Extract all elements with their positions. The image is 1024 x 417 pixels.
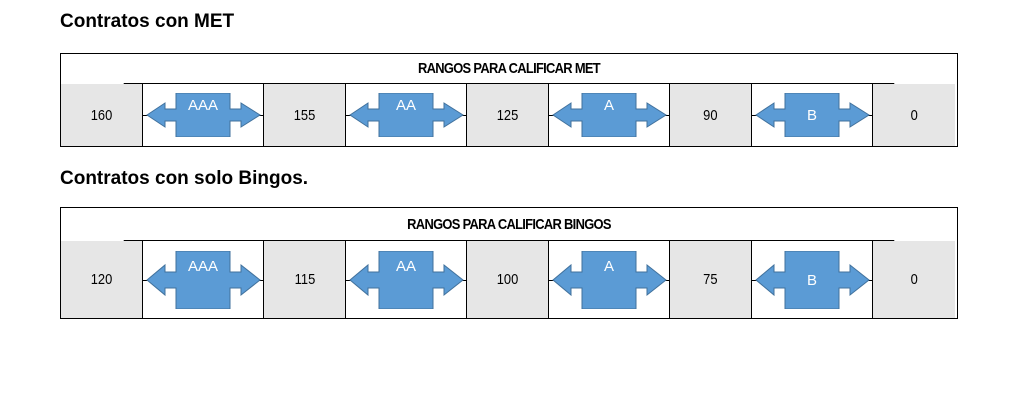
met-value-cell: 90 — [670, 84, 752, 146]
met-grade-label-1: AAA — [187, 97, 217, 114]
bingos-value-cell: 115 — [264, 241, 346, 318]
met-grade-cell: A — [549, 84, 670, 146]
met-table-row: 160 AAA 155 AA 125 — [61, 84, 957, 146]
double-arrow-icon: AAA — [145, 250, 261, 309]
bingos-table-row: 120 AAA 115 AA 100 — [61, 241, 957, 318]
double-arrow-icon: AAA — [145, 93, 261, 137]
met-grade-label-4: B — [806, 107, 816, 124]
double-arrow-icon: B — [754, 250, 870, 309]
bingos-grade-cell: AA — [346, 241, 467, 318]
bingos-value-cell: 120 — [61, 241, 143, 318]
bingos-grade-cell: A — [549, 241, 670, 318]
met-ranges-table: RANGOS PARA CALIFICAR MET 160 AAA 155 AA… — [60, 53, 958, 147]
met-value-4: 90 — [703, 106, 718, 124]
met-grade-label-2: AA — [395, 97, 415, 114]
double-arrow-icon: AA — [348, 250, 464, 309]
met-grade-cell: B — [752, 84, 873, 146]
double-arrow-icon: A — [551, 93, 667, 137]
bingos-value-cell: 0 — [873, 241, 955, 318]
met-value-3: 125 — [496, 106, 519, 124]
bingos-grade-label-2: AA — [395, 258, 415, 275]
bingos-value-5: 0 — [910, 271, 918, 288]
bingos-value-4: 75 — [703, 271, 718, 288]
met-value-cell: 0 — [873, 84, 955, 146]
bingos-grade-cell: AAA — [143, 241, 264, 318]
met-value-5: 0 — [910, 106, 918, 124]
bingos-grade-label-1: AAA — [187, 258, 217, 275]
bingos-value-cell: 75 — [670, 241, 752, 318]
double-arrow-icon: A — [551, 250, 667, 309]
met-value-cell: 155 — [264, 84, 346, 146]
met-table-title: RANGOS PARA CALIFICAR MET — [123, 54, 895, 84]
bingos-grade-cell: B — [752, 241, 873, 318]
bingos-value-cell: 100 — [467, 241, 549, 318]
double-arrow-icon: B — [754, 93, 870, 137]
met-value-cell: 125 — [467, 84, 549, 146]
double-arrow-icon: AA — [348, 93, 464, 137]
section-heading-bingos: Contratos con solo Bingos. — [60, 168, 309, 189]
bingos-value-1: 120 — [90, 271, 113, 288]
bingos-value-3: 100 — [496, 271, 519, 288]
met-value-cell: 160 — [61, 84, 143, 146]
bingos-grade-label-3: A — [603, 258, 613, 275]
met-value-1: 160 — [90, 106, 113, 124]
met-grade-cell: AAA — [143, 84, 264, 146]
section-heading-met: Contratos con MET — [60, 11, 235, 32]
bingos-ranges-table: RANGOS PARA CALIFICAR BINGOS 120 AAA 115… — [60, 207, 958, 319]
met-grade-label-3: A — [603, 97, 613, 114]
bingos-value-2: 115 — [294, 271, 315, 288]
bingos-grade-label-4: B — [806, 272, 816, 289]
met-grade-cell: AA — [346, 84, 467, 146]
met-value-2: 155 — [293, 106, 316, 124]
bingos-table-title: RANGOS PARA CALIFICAR BINGOS — [123, 208, 895, 241]
